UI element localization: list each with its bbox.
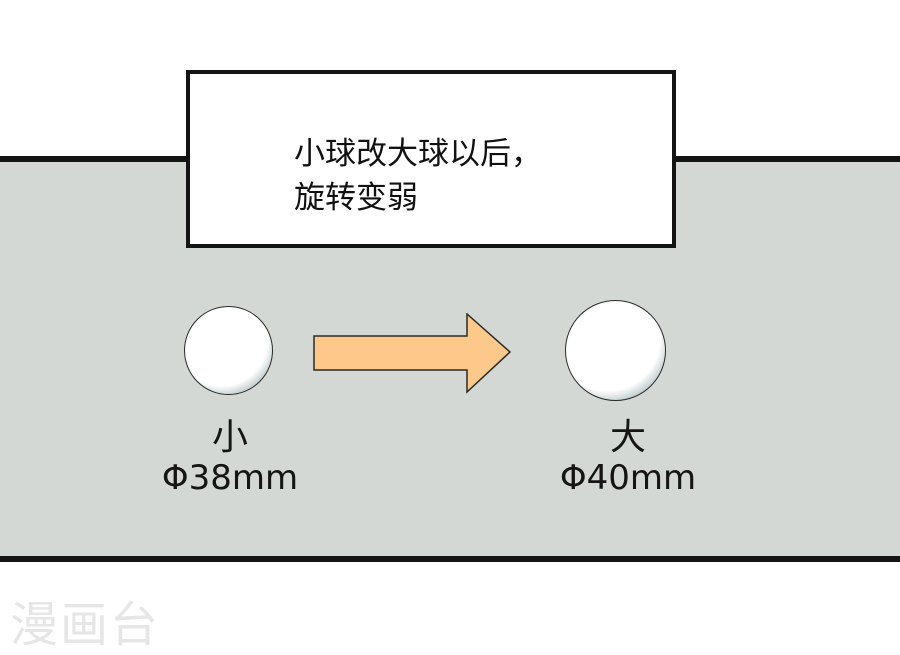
small-ball-label: 小 Φ38mm	[150, 417, 310, 499]
big-ball-label: 大 Φ40mm	[548, 417, 708, 499]
small-size-label: 小	[211, 417, 248, 458]
small-diameter: Φ38mm	[161, 458, 299, 498]
big-size-label: 大	[609, 417, 646, 458]
small-ball-icon	[184, 306, 273, 395]
watermark: 漫画台	[10, 597, 161, 653]
big-ball-icon	[565, 300, 666, 401]
caption-box: 小球改大球以后， 旋转变弱	[186, 70, 676, 248]
arrow-right-icon	[313, 313, 512, 394]
caption-text: 小球改大球以后， 旋转变弱	[294, 136, 542, 216]
big-diameter: Φ40mm	[559, 458, 697, 498]
